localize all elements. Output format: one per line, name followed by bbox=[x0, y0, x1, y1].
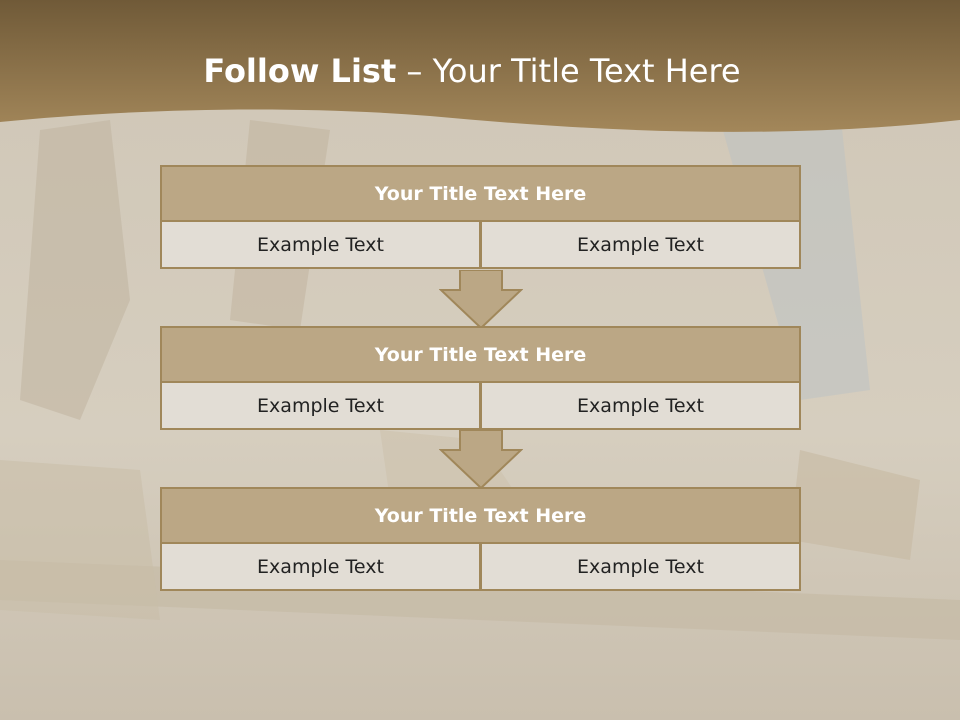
step-row: Example Text Example Text bbox=[160, 221, 801, 269]
down-arrow-icon bbox=[439, 430, 523, 490]
step-block-1: Your Title Text Here Example Text Exampl… bbox=[160, 165, 801, 269]
slide-title: Follow List – Your Title Text Here bbox=[0, 52, 944, 90]
step-cell-right: Example Text bbox=[481, 221, 801, 269]
step-cell-left: Example Text bbox=[160, 543, 481, 591]
step-title: Your Title Text Here bbox=[160, 165, 801, 221]
slide-title-bold: Follow List bbox=[203, 52, 397, 90]
step-title: Your Title Text Here bbox=[160, 326, 801, 382]
step-row: Example Text Example Text bbox=[160, 382, 801, 430]
step-cell-right: Example Text bbox=[481, 543, 801, 591]
step-cell-right: Example Text bbox=[481, 382, 801, 430]
step-block-2: Your Title Text Here Example Text Exampl… bbox=[160, 326, 801, 430]
step-cell-left: Example Text bbox=[160, 382, 481, 430]
down-arrow-icon bbox=[439, 270, 523, 330]
slide-title-rest: – Your Title Text Here bbox=[396, 52, 741, 90]
step-cell-left: Example Text bbox=[160, 221, 481, 269]
step-title: Your Title Text Here bbox=[160, 487, 801, 543]
step-block-3: Your Title Text Here Example Text Exampl… bbox=[160, 487, 801, 591]
header-banner bbox=[0, 0, 960, 132]
step-row: Example Text Example Text bbox=[160, 543, 801, 591]
